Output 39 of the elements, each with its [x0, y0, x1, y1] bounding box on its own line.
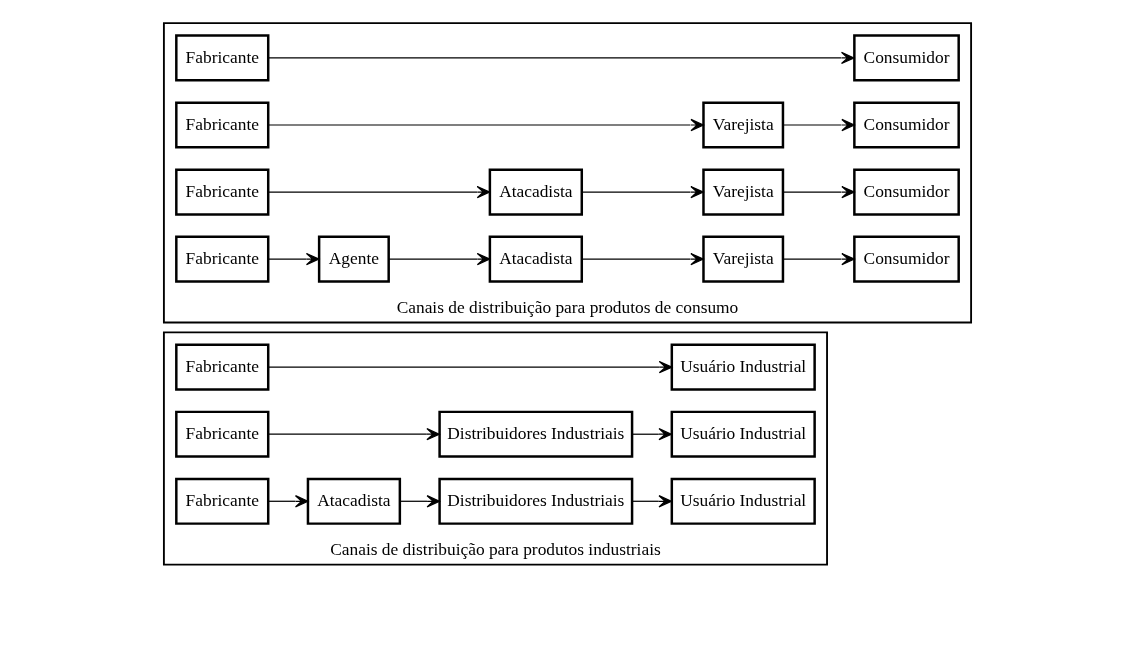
arrow	[631, 495, 672, 508]
arrow	[267, 118, 704, 132]
node-box: Consumidor	[852, 235, 960, 283]
node-box: Agente	[317, 235, 390, 283]
node-box: Fabricante	[174, 168, 269, 216]
arrow	[267, 51, 855, 65]
node-box: Fabricante	[174, 34, 269, 82]
arrow	[580, 252, 704, 266]
node-box: Varejista	[701, 168, 784, 216]
node-box: Fabricante	[174, 101, 269, 149]
arrow	[781, 185, 855, 199]
arrow	[398, 495, 440, 508]
arrow	[631, 428, 672, 441]
node-box: Usuário Industrial	[670, 410, 816, 458]
node-box: Usuário Industrial	[670, 343, 816, 391]
node-box: Consumidor	[852, 101, 960, 149]
node-box: Usuário Industrial	[670, 477, 816, 525]
arrow	[781, 252, 855, 266]
node-box: Fabricante	[174, 477, 269, 525]
node-box: Distribuidores Industriais	[437, 477, 633, 525]
node-box: Varejista	[701, 101, 784, 149]
arrow	[267, 360, 672, 374]
arrow	[387, 252, 490, 266]
node-box: Distribuidores Industriais	[437, 410, 633, 458]
node-box: Atacadista	[306, 477, 401, 525]
node-box: Atacadista	[488, 168, 583, 216]
arrow	[781, 118, 855, 132]
node-box: Consumidor	[852, 168, 960, 216]
arrow	[580, 185, 704, 199]
arrow	[267, 252, 320, 266]
arrow	[267, 185, 490, 199]
node-box: Atacadista	[488, 235, 583, 283]
node-box: Fabricante	[174, 410, 269, 458]
arrow	[267, 428, 440, 441]
node-box: Varejista	[701, 235, 784, 283]
node-box: Fabricante	[174, 235, 269, 283]
node-box: Fabricante	[174, 343, 269, 391]
node-box: Consumidor	[852, 34, 960, 82]
arrow	[267, 495, 309, 508]
